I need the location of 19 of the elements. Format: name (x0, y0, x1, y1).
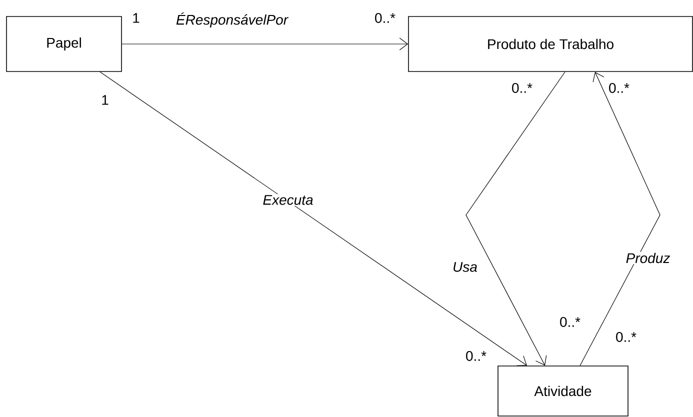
class-box: Produto de Trabalho (408, 16, 693, 72)
multiplicity-label: 0..* (464, 350, 488, 362)
edge-label: ÉResponsávelPor (174, 11, 290, 29)
multiplicity-label: 0..* (608, 82, 630, 94)
multiplicity-label: 0..* (374, 12, 396, 24)
multiplicity-label: 0..* (558, 316, 582, 328)
class-box: Papel (6, 16, 122, 72)
association-arrow (122, 38, 408, 50)
association-arrow (580, 72, 660, 366)
association-arrow (100, 72, 527, 366)
multiplicity-label: 1 (131, 12, 141, 24)
multiplicity-label: 1 (100, 94, 110, 106)
edge-label: Produz (624, 252, 672, 264)
association-arrow (466, 72, 566, 366)
multiplicity-label: 0..* (510, 82, 534, 94)
multiplicity-label: 0..* (614, 331, 638, 343)
edge-label: Executa (262, 194, 314, 206)
class-box: Atividade (498, 366, 628, 416)
edge-label: Usa (452, 261, 478, 273)
